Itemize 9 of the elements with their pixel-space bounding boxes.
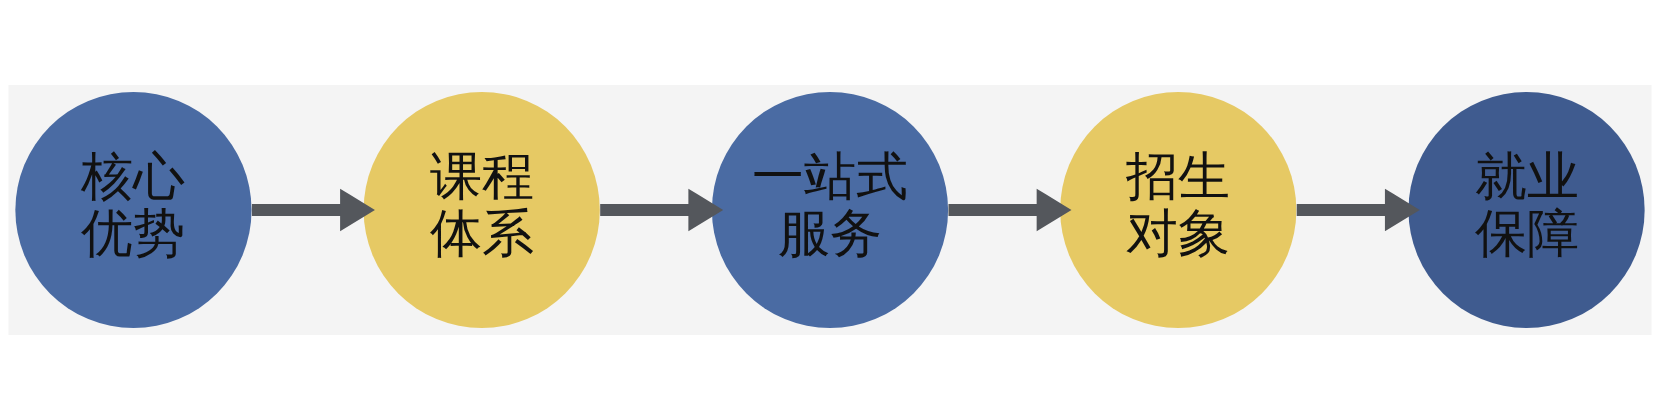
arrow bbox=[1296, 188, 1420, 232]
node-circle: 核心优势 bbox=[15, 91, 252, 329]
arrow bbox=[251, 188, 375, 232]
node-circle: 就业保障 bbox=[1408, 91, 1645, 329]
node-circle: 招生对象 bbox=[1060, 91, 1297, 329]
arrow bbox=[948, 188, 1072, 232]
node-circle: 课程体系 bbox=[363, 91, 600, 329]
node-circle: 一站式服务 bbox=[711, 91, 949, 329]
arrow bbox=[600, 188, 724, 232]
